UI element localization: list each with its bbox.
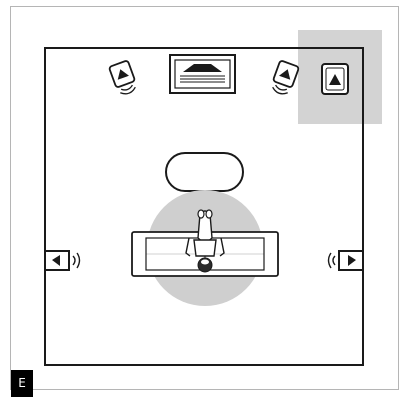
front-right-speaker-icon	[272, 60, 300, 95]
coffee-table	[165, 152, 244, 192]
figure-frame	[10, 6, 399, 390]
surround-left-speaker-icon	[44, 250, 81, 271]
room-outline	[44, 47, 364, 366]
surround-right-speaker-icon	[327, 250, 364, 271]
center-speaker-icon	[169, 54, 236, 94]
figure-label: E	[11, 370, 33, 397]
subwoofer-icon	[321, 63, 349, 95]
front-left-speaker-icon	[108, 60, 136, 95]
listener-icon	[185, 209, 225, 273]
